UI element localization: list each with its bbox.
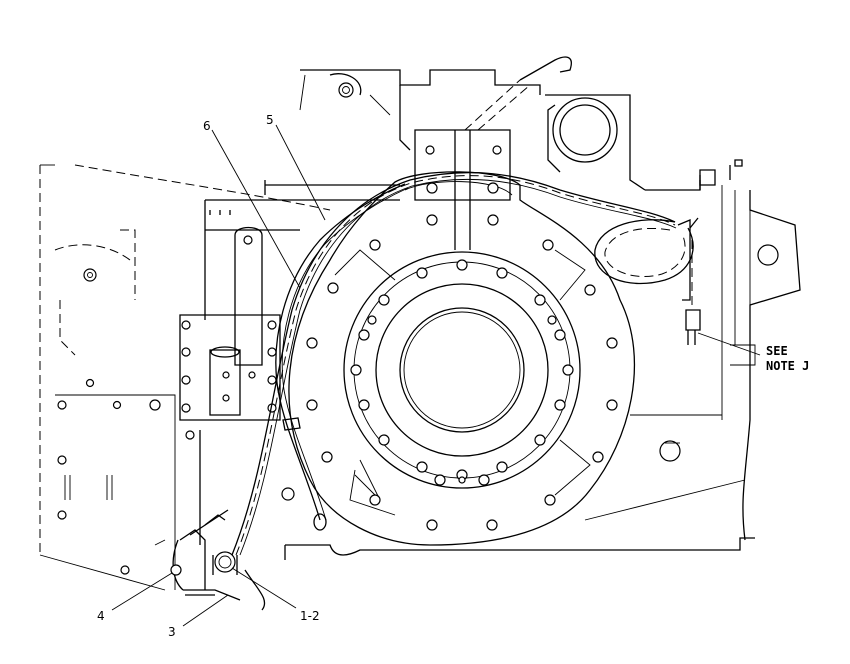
right-housing-outline	[584, 159, 801, 541]
callout-5: 5	[266, 113, 274, 127]
callout-labels: 6 5 4 3 1-2 SEE NOTE J	[97, 113, 809, 639]
tube-assembly	[231, 171, 701, 556]
callout-6: 6	[203, 119, 211, 133]
left-lower-wall	[55, 378, 195, 590]
left-mounting-plate	[179, 226, 281, 421]
note-line-1: SEE	[766, 344, 788, 358]
callout-1-2: 1-2	[300, 609, 320, 623]
leader-1-2	[231, 567, 297, 609]
leader-3	[182, 594, 229, 627]
callout-3: 3	[168, 625, 176, 639]
upper-engine-block	[264, 69, 646, 195]
upper-bracket	[414, 56, 572, 250]
leader-4	[111, 572, 173, 611]
clamp-bracket	[170, 509, 241, 601]
lower-housing-floor	[199, 430, 755, 611]
leader-note	[697, 332, 761, 356]
leader-lines	[111, 124, 761, 627]
leader-5	[275, 124, 326, 221]
flywheel	[343, 251, 581, 489]
callout-4: 4	[97, 609, 105, 623]
leader-6	[211, 129, 301, 289]
note-line-2: NOTE J	[766, 359, 809, 373]
flywheel-housing	[288, 171, 636, 546]
left-housing-outline	[39, 164, 400, 591]
